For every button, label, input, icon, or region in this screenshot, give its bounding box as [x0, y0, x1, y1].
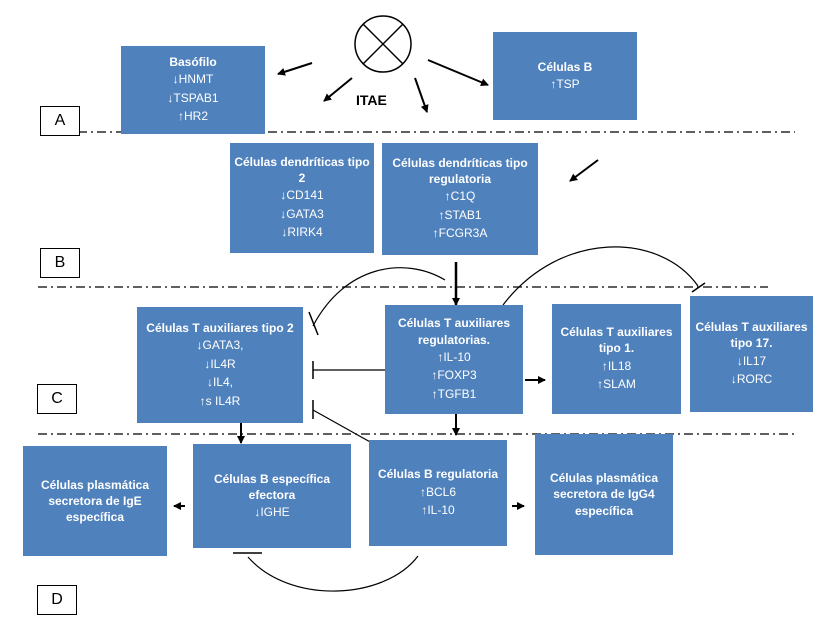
box-title: Células T auxiliares tipo 17. [695, 320, 808, 351]
box-title: Células T auxiliares tipo 2 [146, 320, 294, 335]
box-treg: Células T auxiliares regulatorias. ↑IL-1… [385, 305, 523, 414]
marker-line: ↓TSPAB1 [167, 90, 219, 105]
marker-line: ↑HR2 [177, 109, 208, 124]
box-title: Células plasmática secretora de IgE espe… [40, 477, 150, 525]
box-th17: Células T auxiliares tipo 17. ↓IL17 ↓ROR… [690, 296, 813, 412]
itae-label: ITAE [356, 92, 387, 108]
box-title: Células dendríticas tipo regulatoria [392, 155, 528, 187]
marker-line: ↑TGFB1 [431, 386, 477, 401]
marker-line: ↑STAB1 [438, 207, 482, 222]
section-label-c: C [37, 384, 77, 414]
marker-line: ↑BCL6 [419, 484, 457, 499]
box-th2: Células T auxiliares tipo 2 ↓GATA3, ↓IL4… [137, 307, 303, 423]
box-title: Células dendríticas tipo 2 [234, 154, 370, 186]
arrow-itae-down [414, 77, 429, 113]
section-label-b: B [40, 248, 80, 278]
box-b-efectora: Células B específica efectora ↓IGHE [193, 444, 351, 548]
marker-line: ↓IL4, [206, 375, 233, 390]
marker-line: ↑IL18 [601, 358, 632, 373]
box-dc-tipo2: Células dendríticas tipo 2 ↓CD141 ↓GATA3… [230, 143, 374, 253]
marker-line: ↓IL17 [736, 353, 767, 368]
box-title: Células T auxiliares tipo 1. [560, 325, 673, 356]
marker-line: ↓IL4R [204, 356, 236, 371]
section-label-d: D [37, 585, 77, 615]
marker-line: ↑FCGR3A [432, 226, 488, 241]
box-title: Células B [537, 59, 593, 74]
marker-line: ↓CD141 [280, 188, 324, 203]
inhibit-arc-breg-b-efectora [247, 555, 419, 592]
box-plasma-ige: Células plasmática secretora de IgE espe… [23, 446, 167, 556]
marker-line: específica [574, 503, 634, 518]
marker-line: ↑s IL4R [199, 393, 241, 408]
marker-line: ↑FOXP3 [431, 368, 477, 383]
itae-symbol-icon [354, 15, 412, 73]
box-celulas-b: Células B ↑TSP [493, 32, 637, 120]
box-title: Células B regulatoria [377, 467, 499, 482]
marker-line: ↑TSP [550, 76, 580, 91]
marker-line: ↑IL-10 [421, 503, 455, 518]
inhibit-breg-th2 [312, 409, 373, 444]
arrow-to-celulas-b [427, 59, 489, 86]
inhibit-arc-treg-th2 [312, 267, 446, 327]
box-basofilo: Basófilo ↓HNMT ↓TSPAB1 ↑HR2 [121, 46, 265, 134]
marker-line: ↓GATA3, [196, 337, 244, 352]
marker-line: ↑C1Q [444, 189, 476, 204]
box-title: Células plasmática secretora de IgG4 [549, 471, 659, 502]
marker-line: ↑IL-10 [437, 349, 471, 364]
section-label-a: A [40, 106, 80, 136]
box-dc-regulatoria: Células dendríticas tipo regulatoria ↑C1… [382, 143, 538, 255]
inhibit-arc-treg-th17 [502, 246, 699, 306]
arrow-to-basofilo [277, 62, 313, 76]
box-plasma-igg4: Células plasmática secretora de IgG4 esp… [535, 434, 673, 555]
marker-line: ↓HNMT [172, 72, 214, 87]
marker-line: ↓RORC [730, 372, 773, 387]
box-b-regulatoria: Células B regulatoria ↑BCL6 ↑IL-10 [369, 440, 507, 546]
arrow-itae-down-left [323, 77, 353, 102]
arrow-to-dc-reg [569, 159, 599, 182]
box-title: Células T auxiliares regulatorias. [397, 316, 511, 347]
marker-line: ↓RIRK4 [281, 225, 323, 240]
box-title: Células B específica efectora [213, 471, 331, 502]
box-th1: Células T auxiliares tipo 1. ↑IL18 ↑SLAM [552, 304, 681, 414]
marker-line: ↓IGHE [254, 504, 290, 519]
marker-line: ↓GATA3 [280, 206, 324, 221]
marker-line: ↑SLAM [597, 377, 636, 392]
box-title: Basófilo [169, 55, 217, 70]
